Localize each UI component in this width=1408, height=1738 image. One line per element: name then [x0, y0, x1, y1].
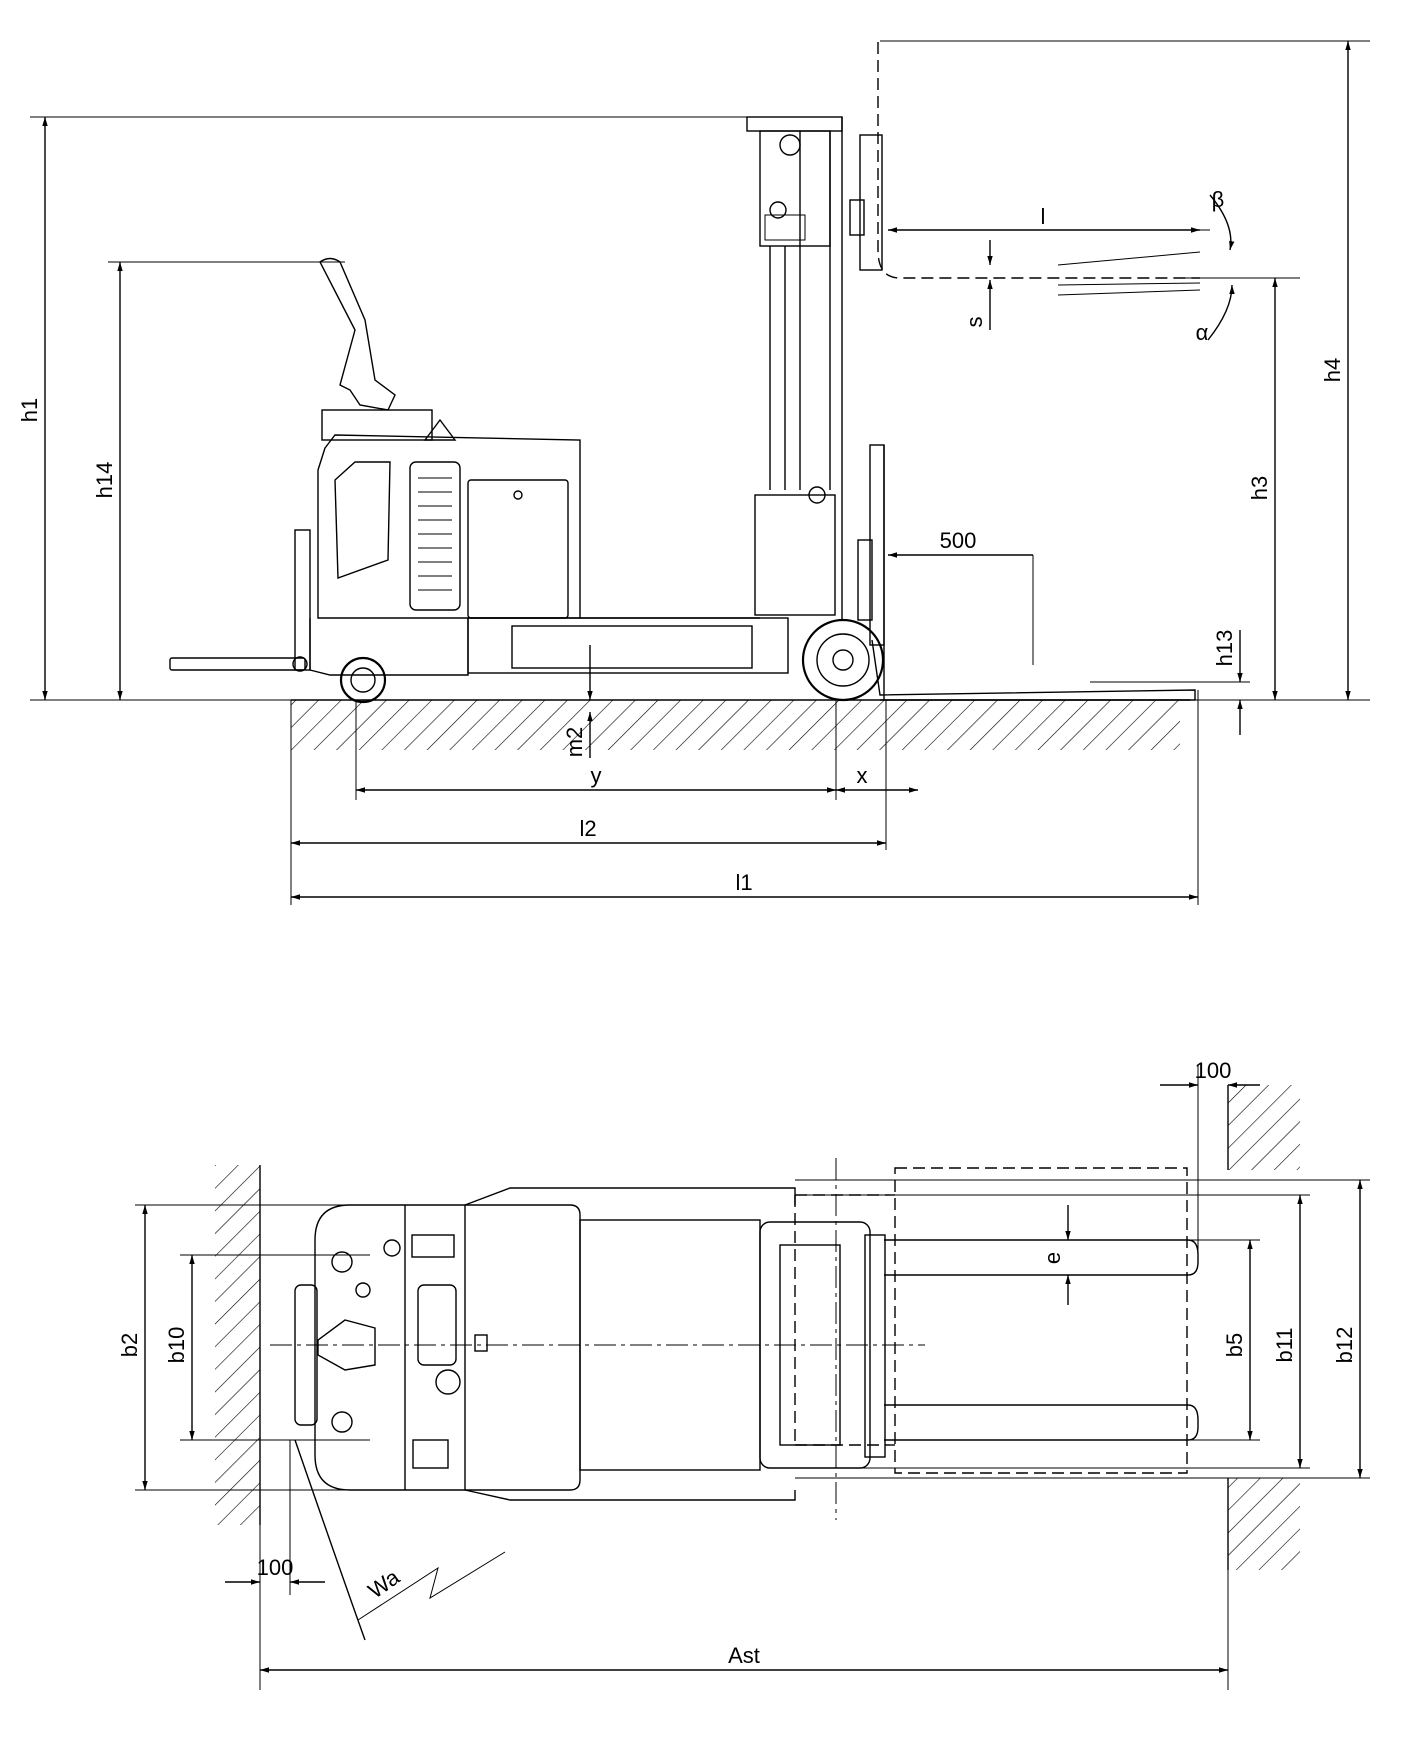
x-label: x: [857, 763, 868, 788]
right-bottom-wall-hatch: [1228, 1478, 1300, 1570]
d100-top-label: 100: [1195, 1058, 1232, 1083]
s-label: s: [962, 317, 987, 328]
fork-upper: [884, 1239, 1199, 1276]
truck-top-body: [294, 1187, 886, 1501]
wa-label: Wa: [363, 1564, 404, 1603]
beta-arc: [1209, 194, 1235, 251]
pallet-outline: [894, 1167, 1188, 1474]
h4-label: h4: [1320, 358, 1345, 382]
l2-label: l2: [579, 816, 596, 841]
h13-label: h13: [1212, 630, 1237, 667]
ast-label: Ast: [728, 1643, 760, 1668]
h1-label: h1: [17, 398, 42, 422]
h14-label: h14: [92, 462, 117, 499]
d100-bottom-label: 100: [257, 1555, 294, 1580]
d500-label: 500: [940, 528, 977, 553]
l1-label: l1: [735, 870, 752, 895]
top-view: 100: [117, 1058, 1370, 1690]
h3-label: h3: [1247, 476, 1272, 500]
b12-label: b12: [1332, 1327, 1357, 1364]
left-wall-hatch: [215, 1165, 260, 1525]
raised-fork-outline: [877, 42, 1200, 279]
e-label: e: [1040, 1252, 1065, 1264]
b10-label: b10: [164, 1327, 189, 1364]
l-label: l: [1041, 204, 1046, 229]
truck-side-body: [169, 116, 1196, 704]
m2-label: m2: [562, 727, 587, 758]
side-view: h1 h14 h4 h3 h13 l s β α: [17, 40, 1370, 905]
alpha-label: α: [1196, 320, 1209, 345]
b2-label: b2: [117, 1333, 142, 1357]
right-top-wall-hatch: [1228, 1085, 1300, 1170]
turning-radius-arc: [294, 1439, 366, 1641]
beta-label: β: [1212, 187, 1225, 212]
ground-hatch: [291, 700, 1180, 750]
fork-lower: [884, 1404, 1199, 1441]
b5-label: b5: [1222, 1333, 1247, 1357]
y-label: y: [591, 763, 602, 788]
b11-label: b11: [1272, 1327, 1297, 1362]
alpha-arc: [1207, 284, 1235, 341]
